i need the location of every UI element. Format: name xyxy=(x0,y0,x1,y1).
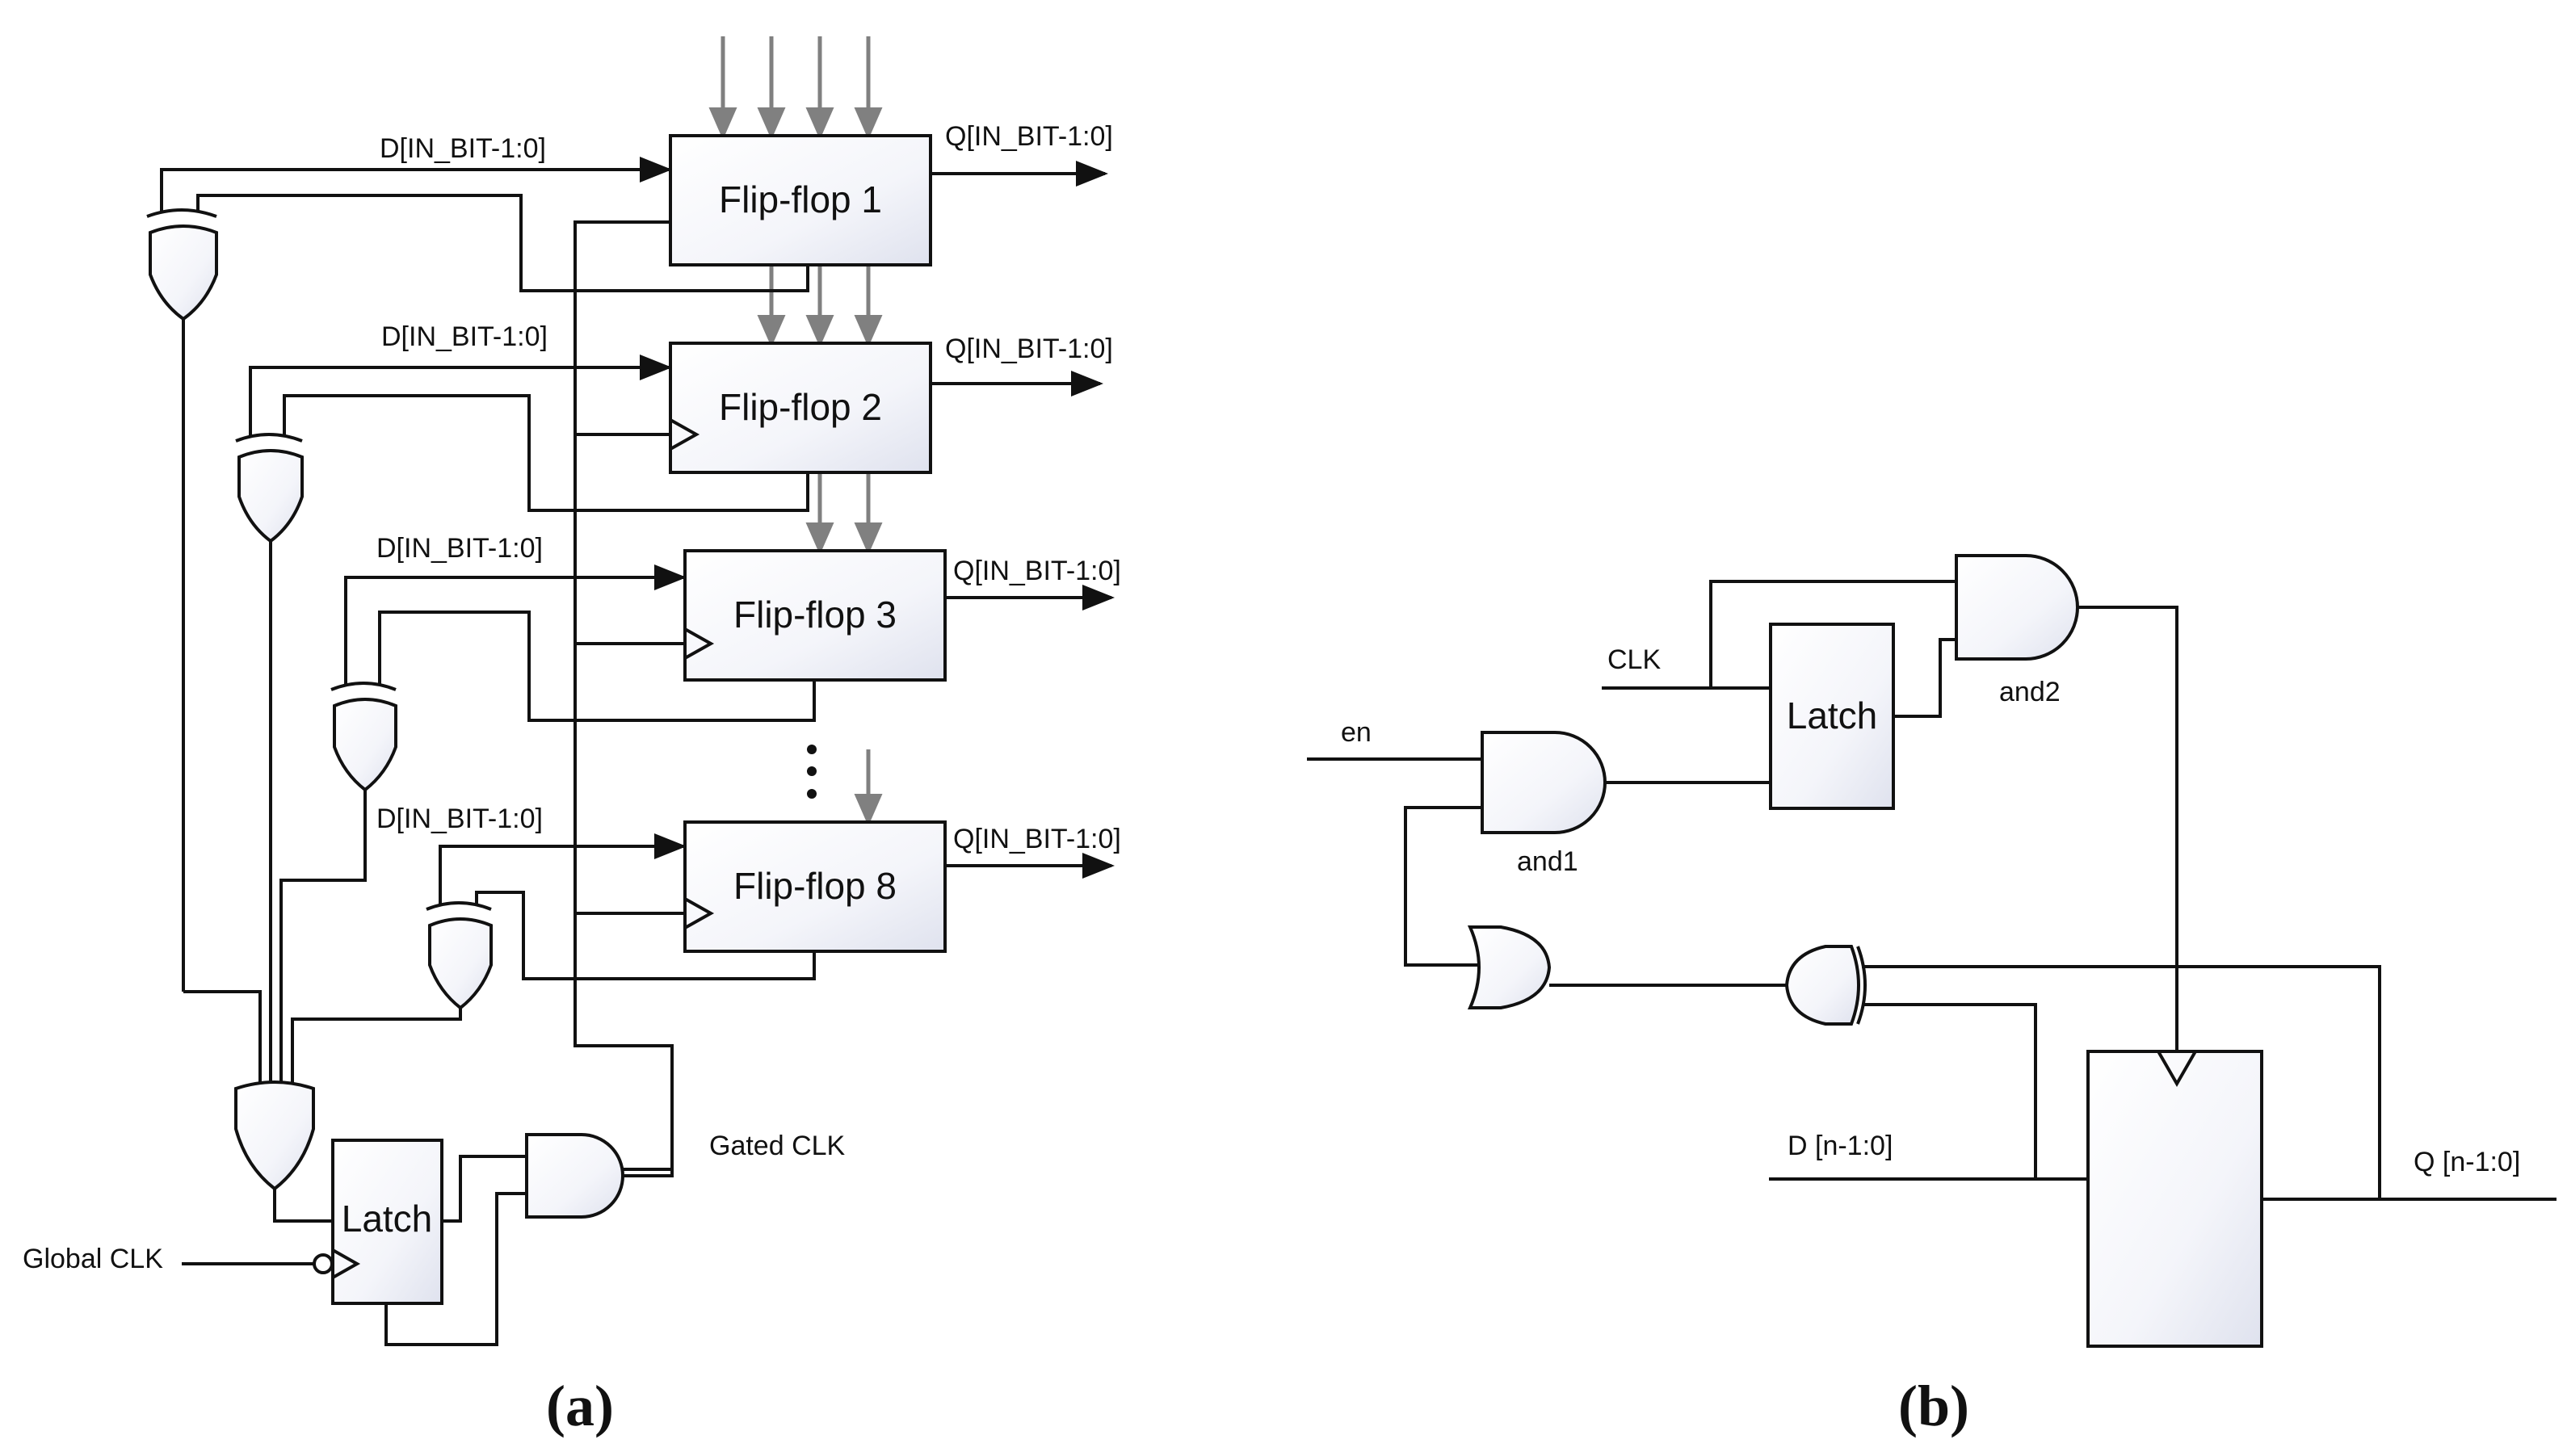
ff2-q-feedback xyxy=(283,394,809,512)
and-to-gated-clk-wire xyxy=(623,1169,674,1177)
and2-to-ff-clk-wire xyxy=(2078,606,2178,1051)
clk-label: CLK xyxy=(1607,644,1661,675)
latch-a-label: Latch xyxy=(342,1198,433,1240)
ff1-output-label: Q[IN_BIT-1:0] xyxy=(945,121,1113,152)
ff2-to-ff3-arrows xyxy=(805,472,883,555)
ff8-d-input xyxy=(439,833,687,904)
global-clk-label: Global CLK xyxy=(23,1244,163,1274)
xor-gate-b xyxy=(1784,945,1867,1026)
d-input-label: D [n-1:0] xyxy=(1788,1131,1893,1161)
ff3-q-feedback xyxy=(378,611,816,722)
xor3-output-wire xyxy=(279,790,367,1089)
and2-gate xyxy=(1955,554,2079,661)
or-to-and1-wire xyxy=(1404,806,1482,967)
ff8-output-label: Q[IN_BIT-1:0] xyxy=(953,824,1121,854)
xor-gate-2 xyxy=(235,433,304,543)
caption-b: (b) xyxy=(1898,1374,1969,1438)
caption-a: (a) xyxy=(546,1374,614,1438)
d-to-xor-wire xyxy=(1864,1003,2037,1179)
flip-flop-8: Flip-flop 8 xyxy=(683,820,947,953)
xor8-output-wire xyxy=(291,1008,462,1089)
panel-a: Flip-flop 1 Flip-flop 2 Flip-flop 3 Flip… xyxy=(23,36,1121,1438)
ff1-control-arrows xyxy=(708,36,883,140)
gated-clk-label: Gated CLK xyxy=(709,1131,846,1161)
and2-label: and2 xyxy=(1999,677,2061,707)
flip-flop-1: Flip-flop 1 xyxy=(669,134,932,266)
ff2-d-input xyxy=(249,355,672,436)
and1-label: and1 xyxy=(1517,846,1578,877)
xor-gate-3 xyxy=(330,682,397,792)
panel-b: Latch CLK and2 en and1 xyxy=(1307,554,2556,1438)
inverted-clock-bubble xyxy=(313,1253,334,1274)
flip-flop-2-label: Flip-flop 2 xyxy=(719,386,882,428)
clk-to-and2-wire xyxy=(1709,580,1956,688)
flip-flop-3: Flip-flop 3 xyxy=(683,549,947,682)
ff1-d-input xyxy=(160,157,672,212)
ff1-to-ff2-arrows xyxy=(757,266,883,347)
and1-gate xyxy=(1481,731,1607,834)
global-clk-to-and-wire xyxy=(384,1192,527,1346)
flip-flop-3-label: Flip-flop 3 xyxy=(733,594,897,636)
gated-clk-bus xyxy=(573,220,674,1171)
flip-flop-1-label: Flip-flop 1 xyxy=(719,178,882,220)
flip-flop-8-label: Flip-flop 8 xyxy=(733,865,897,907)
or-to-latch-wire xyxy=(273,1189,333,1223)
ff3-d-input xyxy=(344,564,687,685)
ff8-q-feedback xyxy=(475,891,816,980)
ff3-output-label: Q[IN_BIT-1:0] xyxy=(953,556,1121,586)
latch-a: Latch xyxy=(313,1139,443,1305)
xor-gate-1 xyxy=(146,208,218,321)
ff2-input-label: D[IN_BIT-1:0] xyxy=(381,321,548,352)
or-gate-b xyxy=(1467,925,1552,1009)
latch-to-and-wire xyxy=(442,1155,527,1223)
ff1-q-feedback xyxy=(196,194,809,292)
ff3-input-label: D[IN_BIT-1:0] xyxy=(376,533,543,564)
ff2-output-label: Q[IN_BIT-1:0] xyxy=(945,334,1113,364)
ff1-input-label: D[IN_BIT-1:0] xyxy=(380,133,546,164)
register-b xyxy=(2086,1050,2263,1348)
and-gate-a xyxy=(525,1133,624,1219)
ff8-input-label: D[IN_BIT-1:0] xyxy=(376,804,543,834)
or-gate-combine xyxy=(234,1080,315,1191)
q-output-label: Q [n-1:0] xyxy=(2414,1147,2520,1177)
latch-to-and2-wire xyxy=(1893,638,1956,718)
ellipsis-dots xyxy=(807,745,817,799)
latch-b: Latch xyxy=(1769,623,1895,810)
en-label: en xyxy=(1341,717,1372,748)
latch-b-label: Latch xyxy=(1787,694,1878,736)
q-feedback-to-xor-wire xyxy=(1862,965,2381,1199)
xor1-to-or-wire xyxy=(183,990,262,1089)
flip-flop-2: Flip-flop 2 xyxy=(669,342,932,474)
xor-gate-8 xyxy=(426,901,493,1010)
